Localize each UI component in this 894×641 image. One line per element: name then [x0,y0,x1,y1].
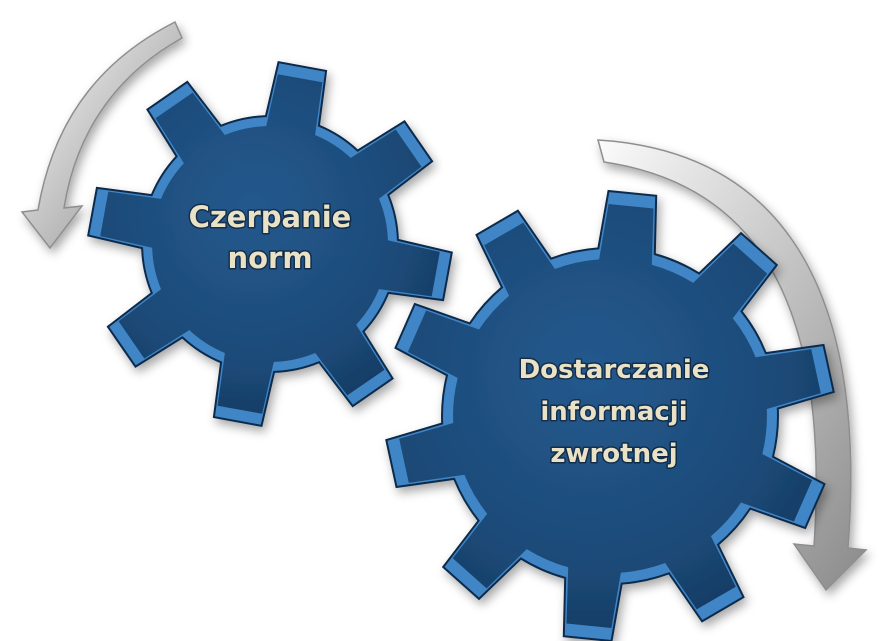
gear-label-norm: norm [227,241,312,275]
gear-label-czerpanie: Czerpanie [189,200,352,234]
arrow-right [597,139,868,592]
arrow-top-left [20,20,183,250]
gear-label-informacji: informacji [540,397,687,427]
gear-czerpanie-norm: Czerpanie norm [87,61,453,427]
gear-dostarczanie-informacji: Dostarczanie informacji zwrotnej [385,189,835,641]
gear-label-dostarczanie: Dostarczanie [519,355,710,385]
gear-face [399,204,821,628]
gear-label-zwrotnej: zwrotnej [550,439,677,469]
gear-face [100,74,440,414]
